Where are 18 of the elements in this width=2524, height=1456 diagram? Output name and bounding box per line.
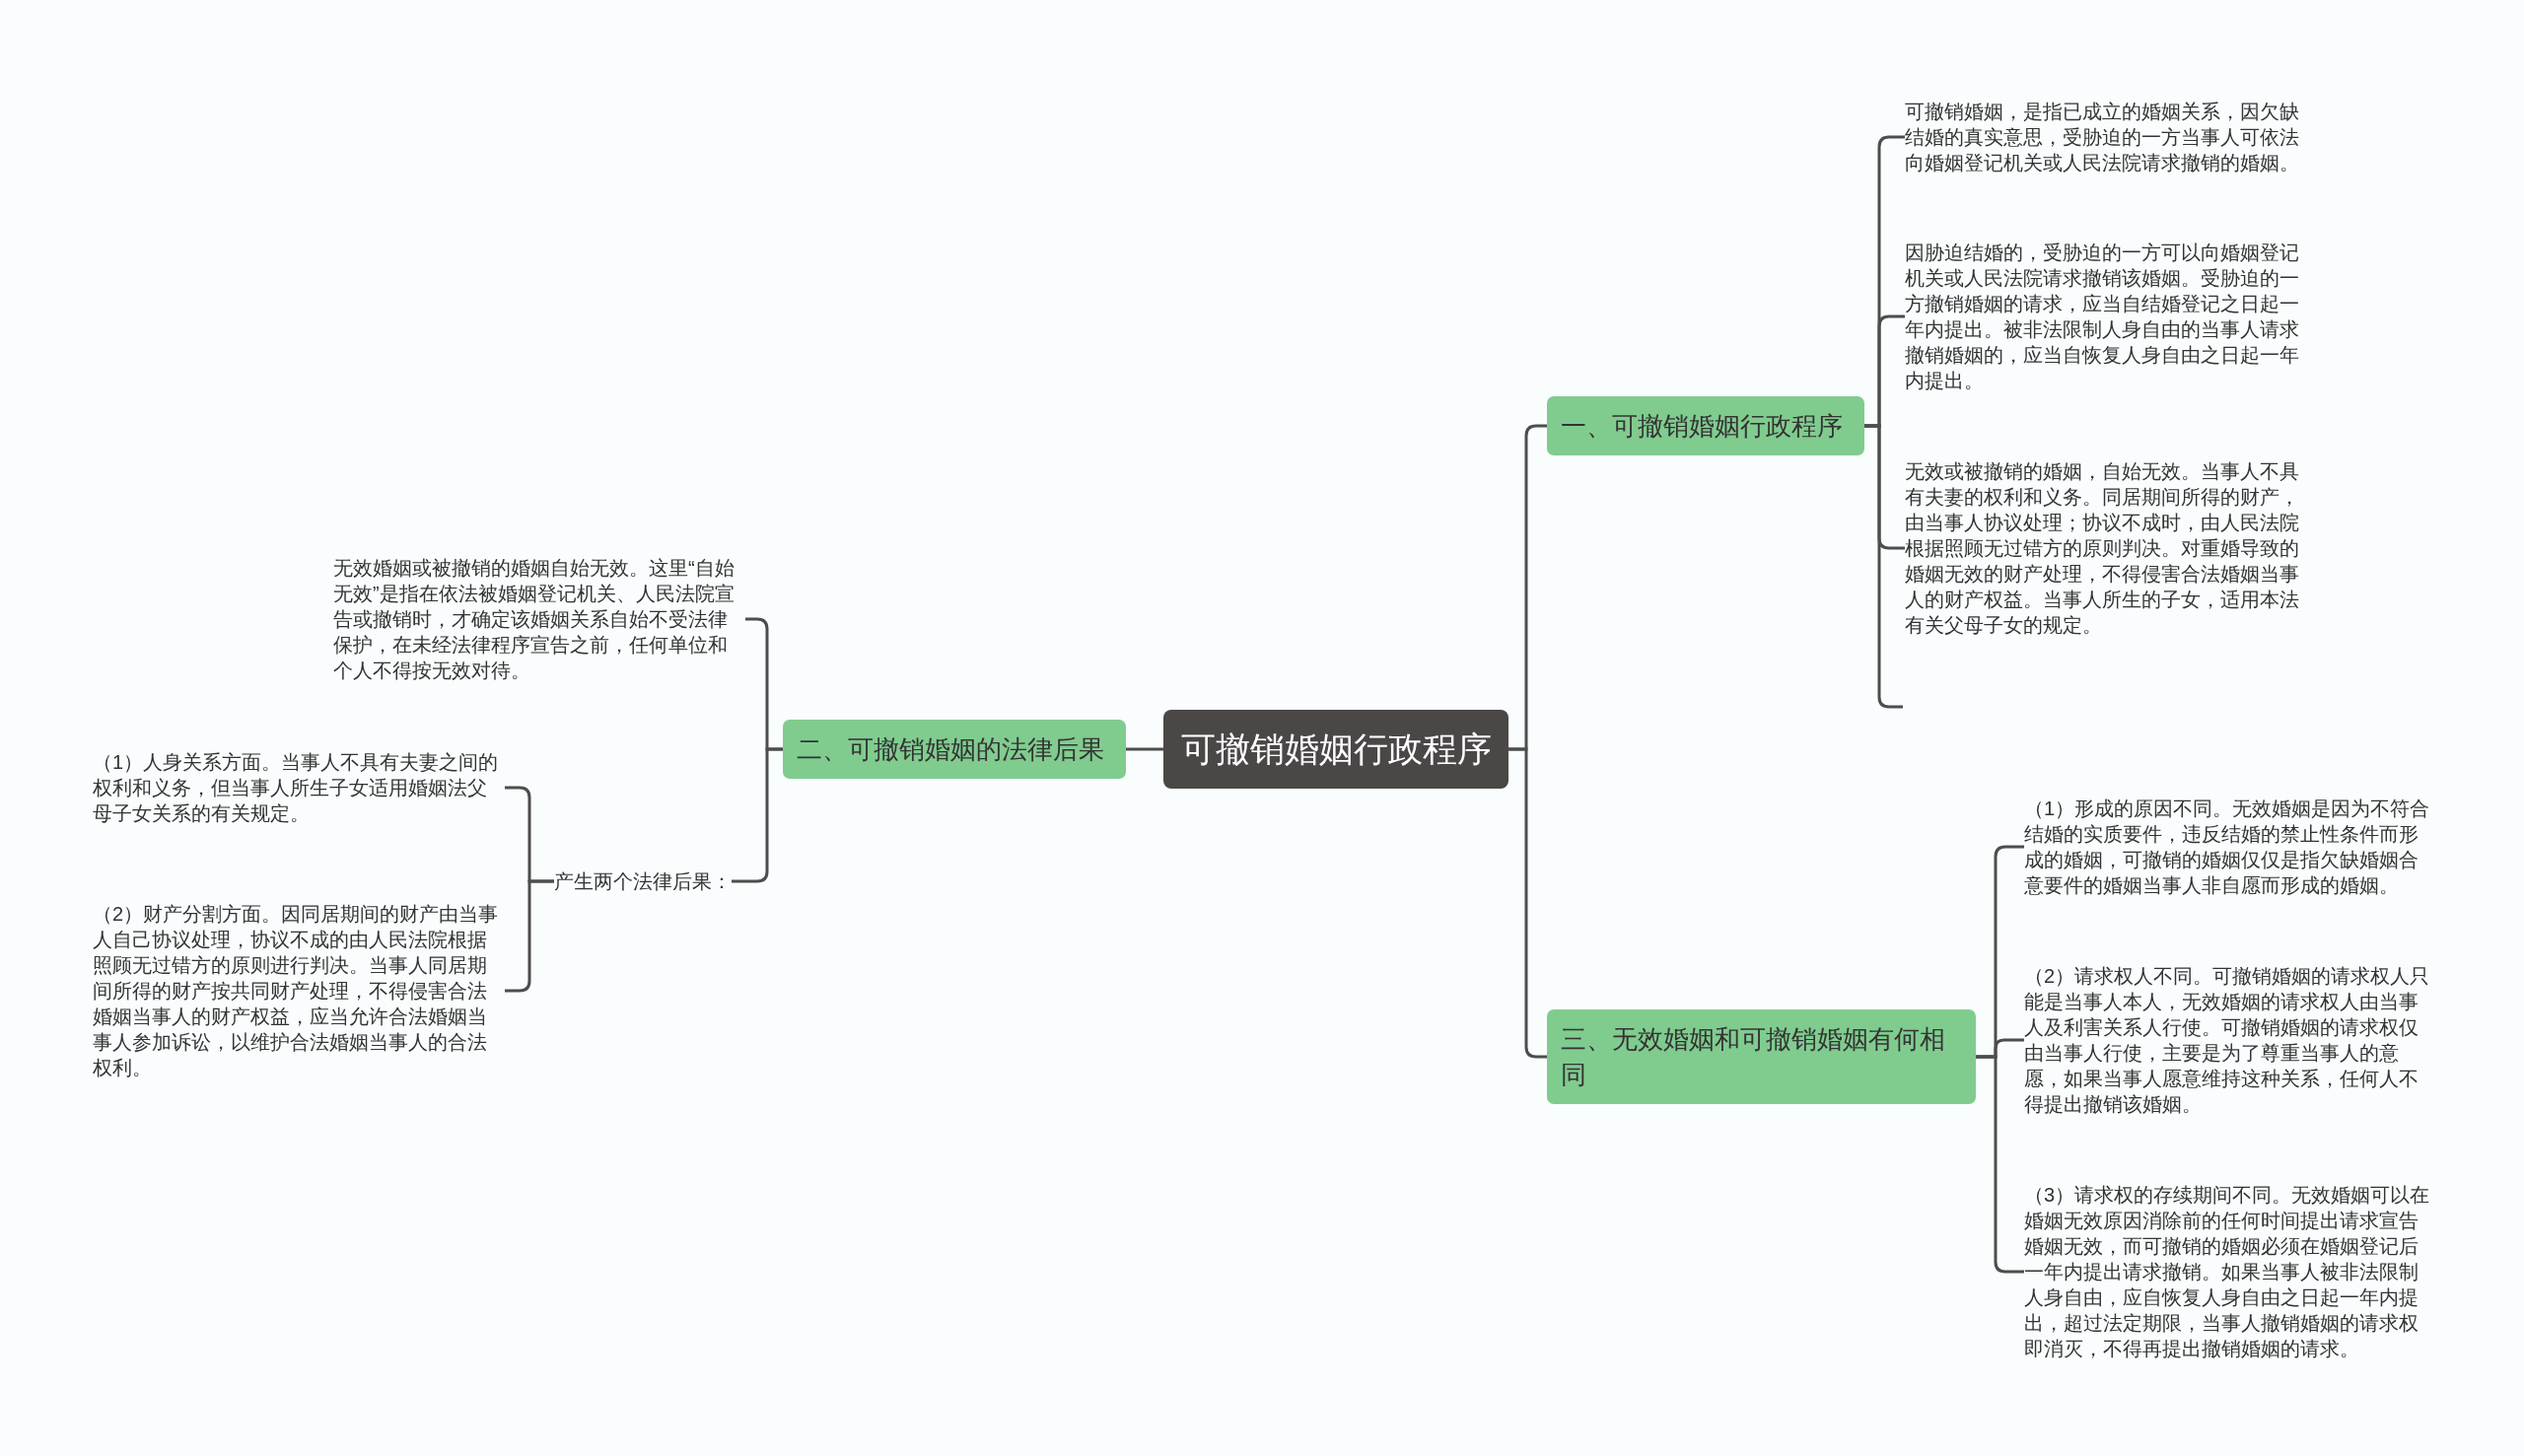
connector-line: [1126, 747, 1163, 751]
connector-line: [1508, 747, 1547, 1059]
note-text: 无效婚姻或被撤销的婚姻自始无效。这里“自始无效”是指在依法被婚姻登记机关、人民法院宣告或撤销时，才确定该婚姻关系自始不受法律保护，在未经法律程序宣告之前，任何单位和个人不得按无效对待。: [333, 555, 745, 683]
note-text: （1）形成的原因不同。无效婚姻是因为不符合结婚的实质要件，违反结婚的禁止性条件而形成的婚姻，可撤销的婚姻仅仅是指欠缺婚姻合意要件的婚姻当事人非自愿而形成的婚姻。: [2024, 796, 2436, 898]
connector-line: [1864, 424, 1903, 709]
note-text: （2）请求权人不同。可撤销婚姻的请求权人只能是当事人本人，无效婚姻的请求权人由当事人及利害关系人行使。可撤销婚姻的请求权仅由当事人行使，主要是为了尊重当事人的意愿，如果当事人愿意维持这种关系，任何人不得提出撤销该婚姻。: [2024, 963, 2436, 1117]
branch-topic: 三、无效婚姻和可撤销婚姻有何相同: [1547, 1009, 1976, 1104]
subtopic-text: 产生两个法律后果：: [554, 868, 732, 894]
note-text: （1）人身关系方面。当事人不具有夫妻之间的权利和义务，但当事人所生子女适用婚姻法父母子女关系的有关规定。: [93, 749, 505, 826]
branch-topic: 二、可撤销婚姻的法律后果: [783, 720, 1126, 779]
note-text: 因胁迫结婚的，受胁迫的一方可以向婚姻登记机关或人民法院请求撤销该婚姻。受胁迫的一方撤销婚姻的请求，应当自结婚登记之日起一年内提出。被非法限制人身自由的当事人请求撤销婚姻的，应当自恢复人身自由之日起一年内提出。: [1905, 240, 2317, 393]
note-text: （3）请求权的存续期间不同。无效婚姻可以在婚姻无效原因消除前的任何时间提出请求宣告婚姻无效，而可撤销的婚姻必须在婚姻登记后一年内提出请求撤销。如果当事人被非法限制人身自由，应自恢复人身自由之日起一年内提出，超过法定期限，当事人撤销婚姻的请求权即消灭，不得再提出撤销婚姻的请求。: [2024, 1182, 2436, 1361]
note-text: （2）财产分割方面。因同居期间的财产由当事人自己协议处理，协议不成的由人民法院根据照顾无过错方的原则进行判决。当事人同居期间所得的财产按共同财产处理，不得侵害合法婚姻当事人的财产权益，应当允许合法婚姻当事人参加诉讼，以维护合法婚姻当事人的合法权利。: [93, 901, 505, 1080]
note-text: 无效或被撤销的婚姻，自始无效。当事人不具有夫妻的权利和义务。同居期间所得的财产，由当事人协议处理；协议不成时，由人民法院根据照顾无过错方的原则判决。对重婚导致的婚姻无效的财产处理，不得侵害合法婚姻当事人的财产权益。当事人所生的子女，适用本法有关父母子女的规定。: [1905, 458, 2317, 638]
branch-topic: 一、可撤销婚姻行政程序: [1547, 396, 1864, 455]
connector-line: [732, 747, 783, 883]
central-topic: 可撤销婚姻行政程序: [1163, 710, 1508, 789]
note-text: 可撤销婚姻，是指已成立的婚姻关系，因欠缺结婚的真实意思，受胁迫的一方当事人可依法向婚姻登记机关或人民法院请求撤销的婚姻。: [1905, 99, 2317, 175]
